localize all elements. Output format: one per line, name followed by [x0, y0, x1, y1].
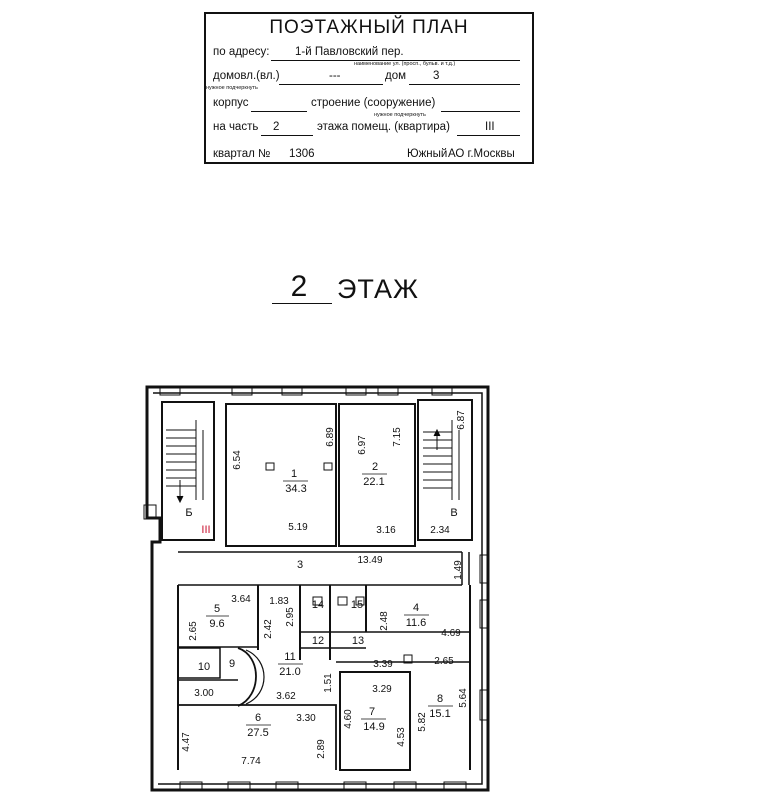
address-underline — [271, 60, 520, 61]
dim-13-49: 13.49 — [357, 555, 382, 566]
chast-row: на часть 2 этажа помещ. (квартира) III — [213, 121, 520, 137]
room-5-number: 5 — [214, 603, 220, 615]
dim-3-16: 3.16 — [376, 525, 396, 536]
room-9-number: 9 — [229, 658, 235, 670]
dim-3-39: 3.39 — [373, 659, 393, 670]
room-7-area: 14.9 — [363, 721, 384, 733]
stroenie-note: нужное подчеркнуть — [374, 112, 426, 118]
dim-1-83: 1.83 — [269, 596, 289, 607]
plan-windows — [159, 386, 489, 791]
district-underline — [363, 162, 413, 163]
room-11-area: 21.0 — [279, 666, 300, 678]
dim-6-87: 6.87 — [456, 410, 467, 430]
dim-7-74: 7.74 — [241, 756, 261, 767]
dom-label: дом — [385, 70, 407, 82]
etazha-label: этажа помещ. (квартира) — [317, 121, 450, 133]
stroenie-label: строение (сооружение) — [311, 97, 436, 109]
address-value: 1-й Павловский пер. — [295, 46, 404, 58]
room-4-area: 11.6 — [406, 617, 427, 629]
stroenie-underline — [441, 111, 520, 112]
floor-word: ЭТАЖ — [337, 274, 419, 304]
korpus-label: корпус — [213, 97, 249, 109]
address-note: наименование ул. (просп., бульв. и т.д.) — [354, 61, 456, 67]
etazha-underline — [457, 135, 520, 136]
dim-3-62: 3.62 — [276, 691, 296, 702]
dom-value: 3 — [433, 70, 440, 82]
room-2-area: 22.1 — [363, 476, 384, 488]
floor-number-underline — [272, 303, 332, 304]
dim-1-51: 1.51 — [323, 673, 334, 693]
korpus-underline — [251, 111, 307, 112]
kvartal-label: квартал № — [213, 148, 271, 160]
room-4-number: 4 — [413, 602, 419, 614]
room-12-number: 12 — [312, 635, 324, 647]
stairs-treads — [166, 420, 460, 504]
address-row: по адресу: 1-й Павловский пер. — [213, 46, 520, 62]
chast-underline — [261, 135, 313, 136]
dom-underline — [409, 84, 520, 85]
dim-6-89: 6.89 — [325, 427, 336, 447]
room-5-area: 9.6 — [209, 618, 224, 630]
dim-4-69: 4.69 — [441, 628, 461, 639]
room-8-area: 15.1 — [429, 708, 450, 720]
stair-v-label: В — [450, 507, 457, 519]
stamp-title: ПОЭТАЖНЫЙ ПЛАН — [269, 17, 469, 38]
korpus-row: корпус строение (сооружение) — [213, 97, 520, 113]
room-15-number: 15 — [351, 599, 363, 611]
apartment-mark: III — [201, 524, 210, 536]
dim-2-95: 2.95 — [285, 607, 296, 627]
kvartal-value: 1306 — [289, 148, 315, 160]
room-6-number: 6 — [255, 712, 261, 724]
domovl-label: домовл.(вл.) — [213, 70, 280, 82]
room-1-number: 1 — [291, 468, 297, 480]
dim-5-82: 5.82 — [417, 712, 428, 732]
kvartal-row: квартал № 1306 Южный АО г.Москвы — [213, 148, 520, 164]
room-10-number: 10 — [198, 661, 210, 673]
chast-label: на часть — [213, 121, 259, 133]
dim-6-54: 6.54 — [232, 450, 243, 470]
dim-6-97: 6.97 — [357, 435, 368, 455]
stair-b-label: Б — [185, 507, 192, 519]
chast-value: 2 — [273, 121, 280, 133]
room-7-number: 7 — [369, 706, 375, 718]
dim-2-65-b: 2.65 — [434, 656, 454, 667]
room-6-area: 27.5 — [247, 727, 268, 739]
room-3-number: 3 — [297, 559, 303, 571]
dim-2-34: 2.34 — [430, 525, 450, 536]
room-13-number: 13 — [352, 635, 364, 647]
domovl-note: нужное подчеркнуть — [206, 85, 258, 91]
dim-1-49: 1.49 — [453, 560, 464, 580]
domovl-value: --- — [329, 70, 341, 82]
domovl-row: домовл.(вл.) --- дом 3 — [213, 70, 520, 86]
etazha-value: III — [485, 121, 495, 133]
room-2-number: 2 — [372, 461, 378, 473]
dim-2-89: 2.89 — [316, 739, 327, 759]
dim-2-42: 2.42 — [263, 619, 274, 639]
dim-3-64: 3.64 — [231, 594, 251, 605]
dim-7-15: 7.15 — [392, 427, 403, 447]
room-8-number: 8 — [437, 693, 443, 705]
dim-5-19: 5.19 — [288, 522, 308, 533]
dim-2-48: 2.48 — [379, 611, 390, 631]
dim-3-00: 3.00 — [194, 688, 214, 699]
district-suffix: АО г.Москвы — [448, 148, 515, 160]
dim-2-65-a: 2.65 — [188, 621, 199, 641]
dim-3-30: 3.30 — [296, 713, 316, 724]
room-1-area: 34.3 — [285, 483, 306, 495]
dim-3-29: 3.29 — [372, 684, 392, 695]
dim-5-64: 5.64 — [458, 688, 469, 708]
address-label: по адресу: — [213, 46, 270, 58]
floor-number: 2 — [290, 270, 308, 303]
kvartal-underline — [275, 162, 353, 163]
plan-walls — [143, 385, 490, 792]
room-11-number: 11 — [284, 651, 295, 663]
domovl-underline — [279, 84, 383, 85]
dim-4-47: 4.47 — [181, 732, 192, 752]
title-stamp: ПОЭТАЖНЫЙ ПЛАН по адресу: 1-й Павловский… — [204, 12, 534, 164]
district-value: Южный — [407, 148, 448, 160]
dim-4-60: 4.60 — [343, 709, 354, 729]
room-14-number: 14 — [312, 599, 324, 611]
dim-4-53: 4.53 — [396, 727, 407, 747]
